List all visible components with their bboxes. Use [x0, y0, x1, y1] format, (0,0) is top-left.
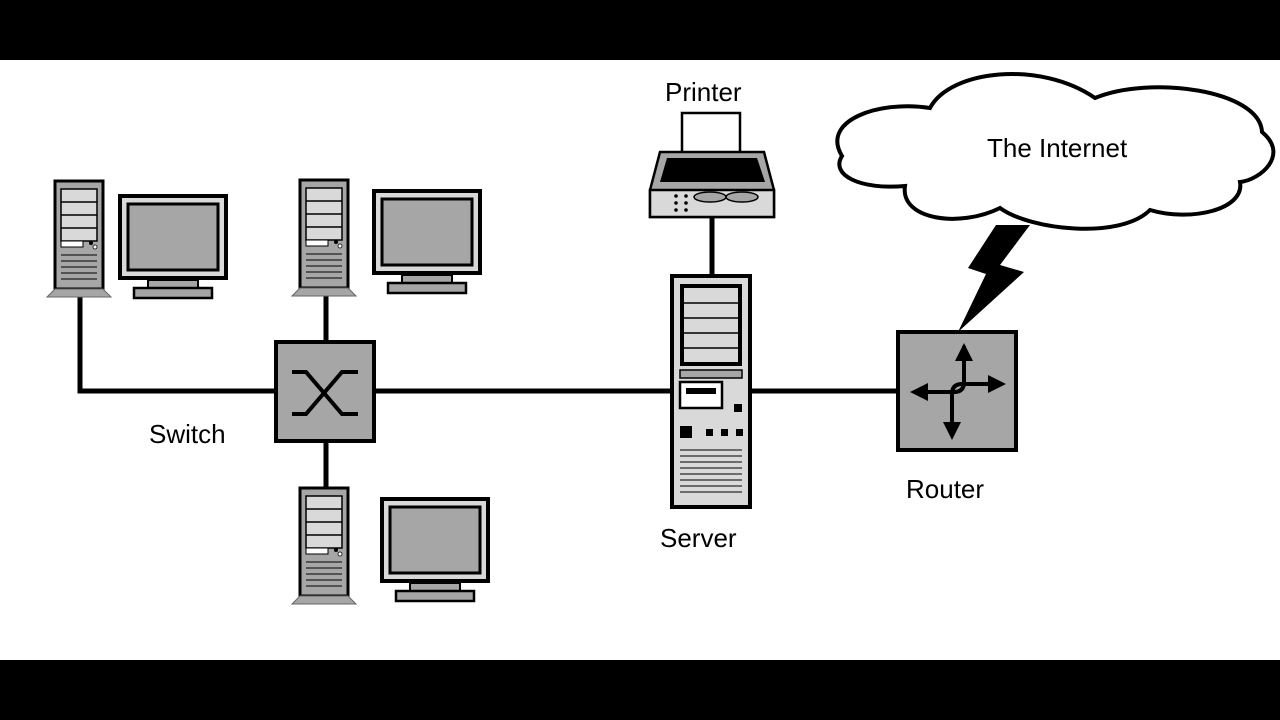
server-label: Server — [660, 523, 737, 553]
switch-label: Switch — [149, 419, 226, 449]
tower-icon — [290, 178, 358, 298]
lightning-bolt-icon — [958, 225, 1030, 332]
workstation-2 — [290, 178, 484, 298]
printer-label: Printer — [665, 77, 742, 107]
cloud-icon — [835, 72, 1276, 231]
printer-icon — [648, 111, 776, 219]
monitor-icon — [370, 187, 484, 295]
tower-icon — [45, 179, 113, 299]
tower-icon — [290, 486, 358, 606]
workstation-3 — [290, 486, 492, 606]
router-icon — [896, 330, 1018, 452]
server-icon — [670, 274, 752, 509]
switch-icon — [274, 340, 376, 443]
network-diagram — [45, 72, 1276, 606]
router-label: Router — [906, 474, 985, 504]
internet-label: The Internet — [987, 133, 1128, 163]
workstation-1 — [45, 179, 230, 300]
diagram-canvas: Printer The Internet Switch Server Route… — [0, 60, 1280, 660]
link-workstation-1-switch — [77, 296, 278, 394]
monitor-icon — [378, 495, 492, 603]
links — [77, 217, 898, 488]
monitor-icon — [116, 192, 230, 300]
